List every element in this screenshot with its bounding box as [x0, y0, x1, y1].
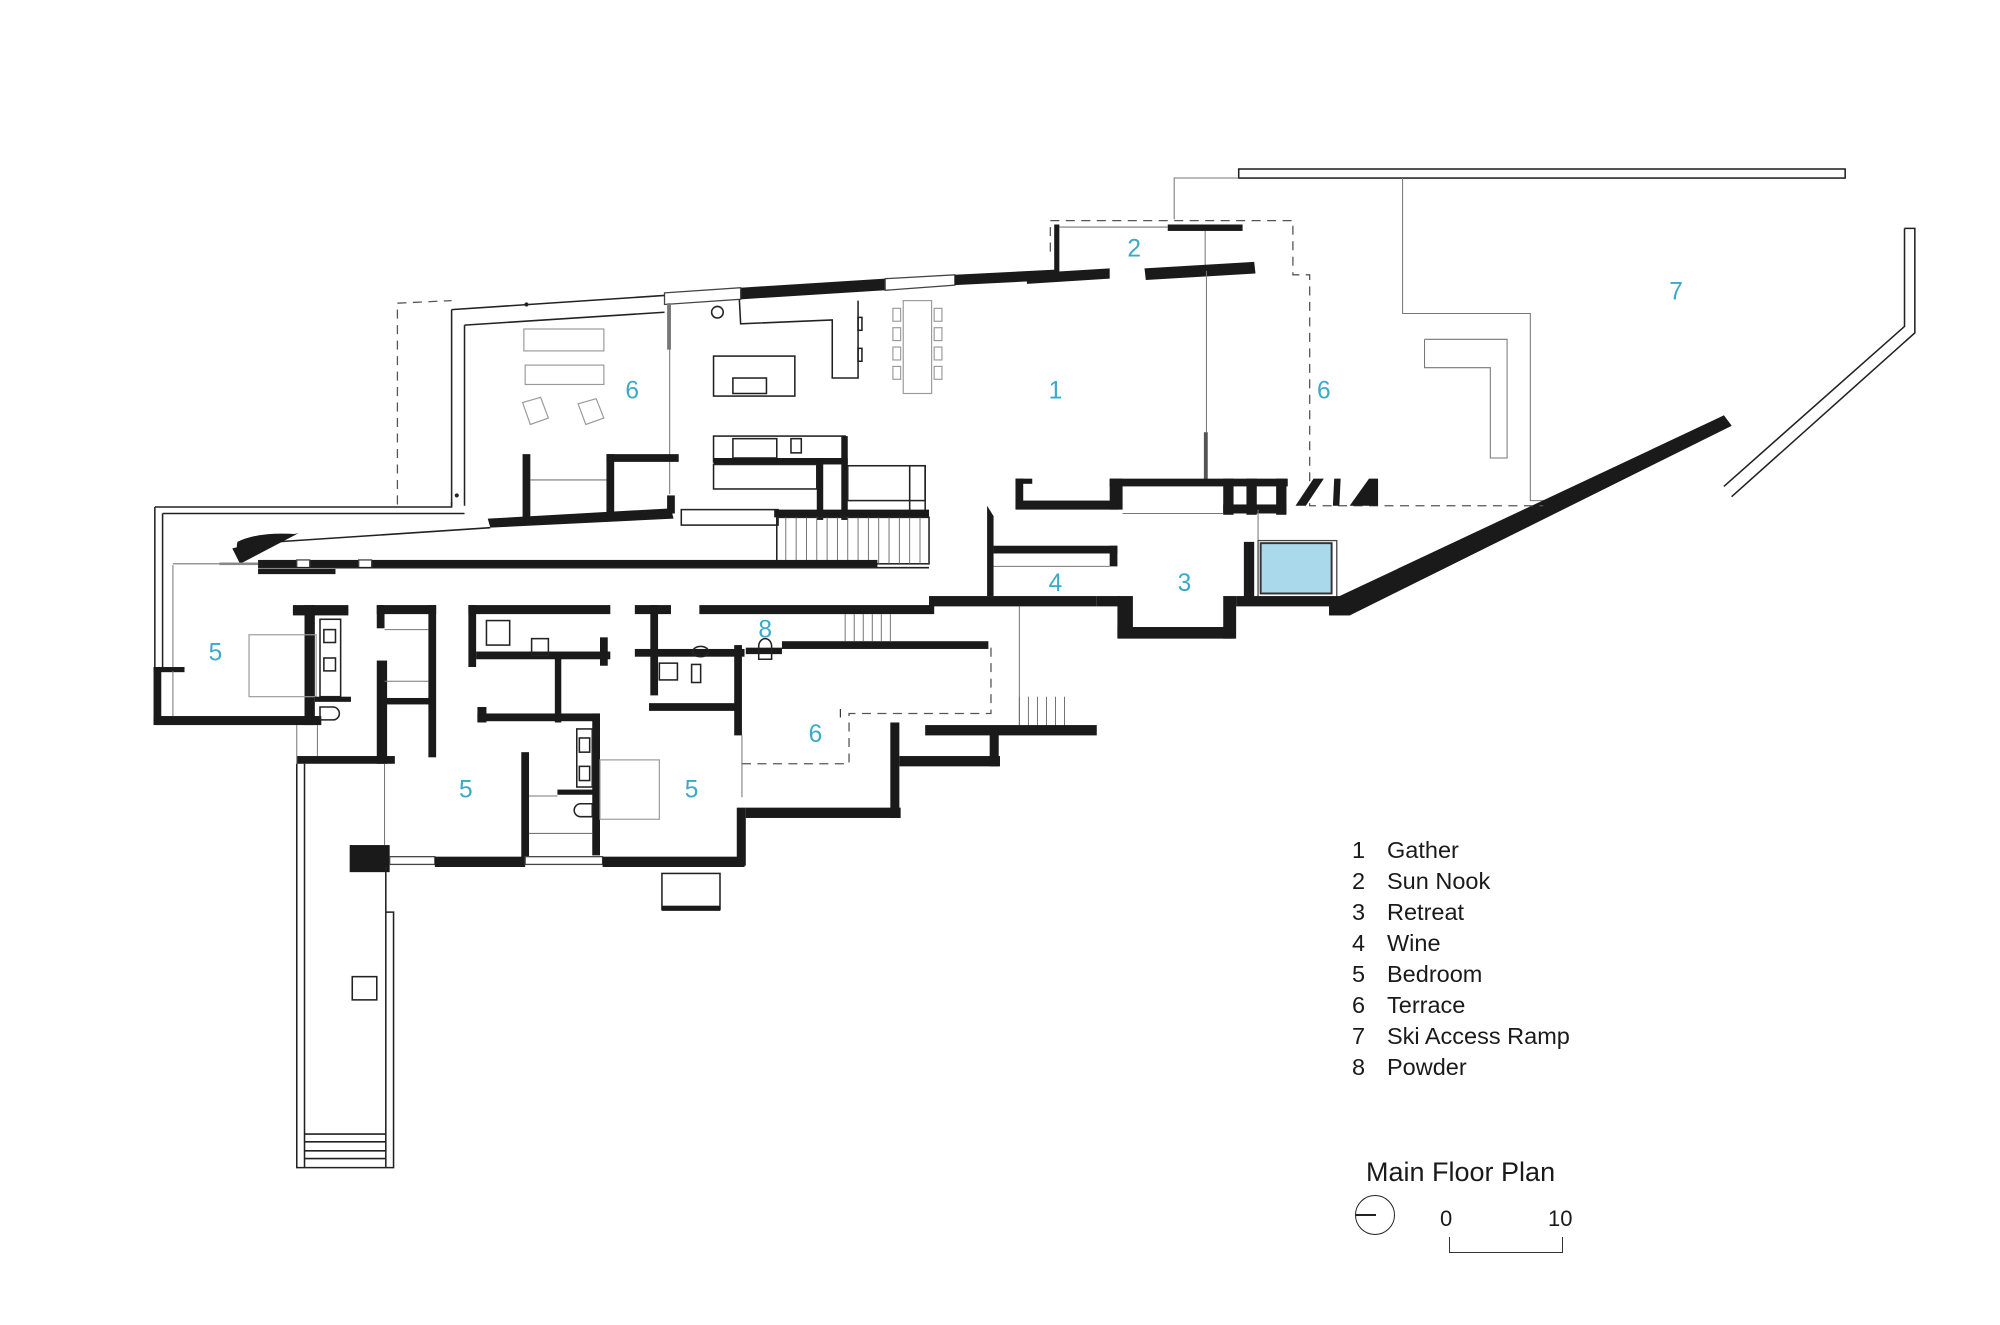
legend-number: 3 — [1352, 899, 1366, 925]
legend-item: 5 Bedroom — [1352, 959, 1570, 990]
legend-label: Ski Access Ramp — [1387, 1023, 1570, 1049]
plunge-pool — [1259, 542, 1333, 595]
bedroom-wing: I — [153, 605, 1097, 911]
legend-item: 3 Retreat — [1352, 897, 1570, 928]
legend-number: 5 — [1352, 961, 1366, 987]
legend-number: 7 — [1352, 1023, 1366, 1049]
wine-retreat-block — [929, 478, 1379, 639]
terrace-east-boundary — [1049, 219, 1544, 507]
scale-bar — [1449, 1237, 1563, 1253]
scale-end-label: 10 — [1548, 1206, 1573, 1231]
legend-number: 4 — [1352, 930, 1366, 956]
north-facade — [451, 269, 1056, 326]
room-legend: 1 Gather 2 Sun Nook 3 Retreat 4 Wine 5 Bedroo… — [1352, 835, 1570, 1083]
legend-number: 8 — [1352, 1054, 1366, 1080]
legend-item: 2 Sun Nook — [1352, 866, 1570, 897]
legend-label: Wine — [1387, 930, 1441, 956]
legend-label: Terrace — [1387, 992, 1466, 1018]
room-label-bedroom-south: 5 — [459, 776, 473, 803]
room-label-retreat: 3 — [1178, 570, 1192, 597]
room-label-sun-nook: 2 — [1127, 236, 1141, 263]
room-label-bedroom-southeast: 5 — [685, 776, 699, 803]
room-label-bedroom-west: 5 — [209, 640, 223, 667]
legend-label: Retreat — [1387, 899, 1465, 925]
legend-label: Bedroom — [1387, 961, 1483, 987]
central-stair — [154, 501, 930, 671]
legend-label: Powder — [1387, 1054, 1467, 1080]
legend-item: 7 Ski Access Ramp — [1352, 1021, 1570, 1052]
ski-access-ramp-outline — [1173, 168, 1916, 616]
room-label-gather: 1 — [1049, 378, 1063, 405]
legend-item: 1 Gather — [1352, 835, 1570, 866]
room-labels: 1 2 3 4 5 5 5 6 6 6 7 8 — [209, 236, 1683, 804]
room-label-wine: 4 — [1049, 570, 1063, 597]
gather-kitchen — [710, 270, 1208, 520]
legend-label: Gather — [1387, 837, 1459, 863]
scale-start-label: 0 — [1440, 1206, 1453, 1231]
room-label-powder: 8 — [758, 616, 772, 643]
legend-number: 1 — [1352, 837, 1366, 863]
legend-item: 6 Terrace — [1352, 990, 1570, 1021]
room-label-ski-access-ramp: 7 — [1669, 278, 1683, 305]
svg-text:I: I — [839, 707, 842, 720]
legend-item: 4 Wine — [1352, 928, 1570, 959]
room-label-terrace-east: 6 — [1317, 378, 1331, 405]
terrace-west — [396, 299, 679, 519]
drawing-title: Main Floor Plan — [1366, 1157, 1556, 1187]
room-label-terrace-west: 6 — [625, 378, 639, 405]
legend-number: 6 — [1352, 992, 1366, 1018]
legend-label: Sun Nook — [1387, 868, 1491, 894]
legend-number: 2 — [1352, 868, 1366, 894]
legend-item: 8 Powder — [1352, 1052, 1570, 1083]
room-label-terrace-south: 6 — [809, 721, 823, 748]
north-arrow-icon — [1355, 1195, 1395, 1235]
south-deck-stair — [296, 763, 395, 1169]
